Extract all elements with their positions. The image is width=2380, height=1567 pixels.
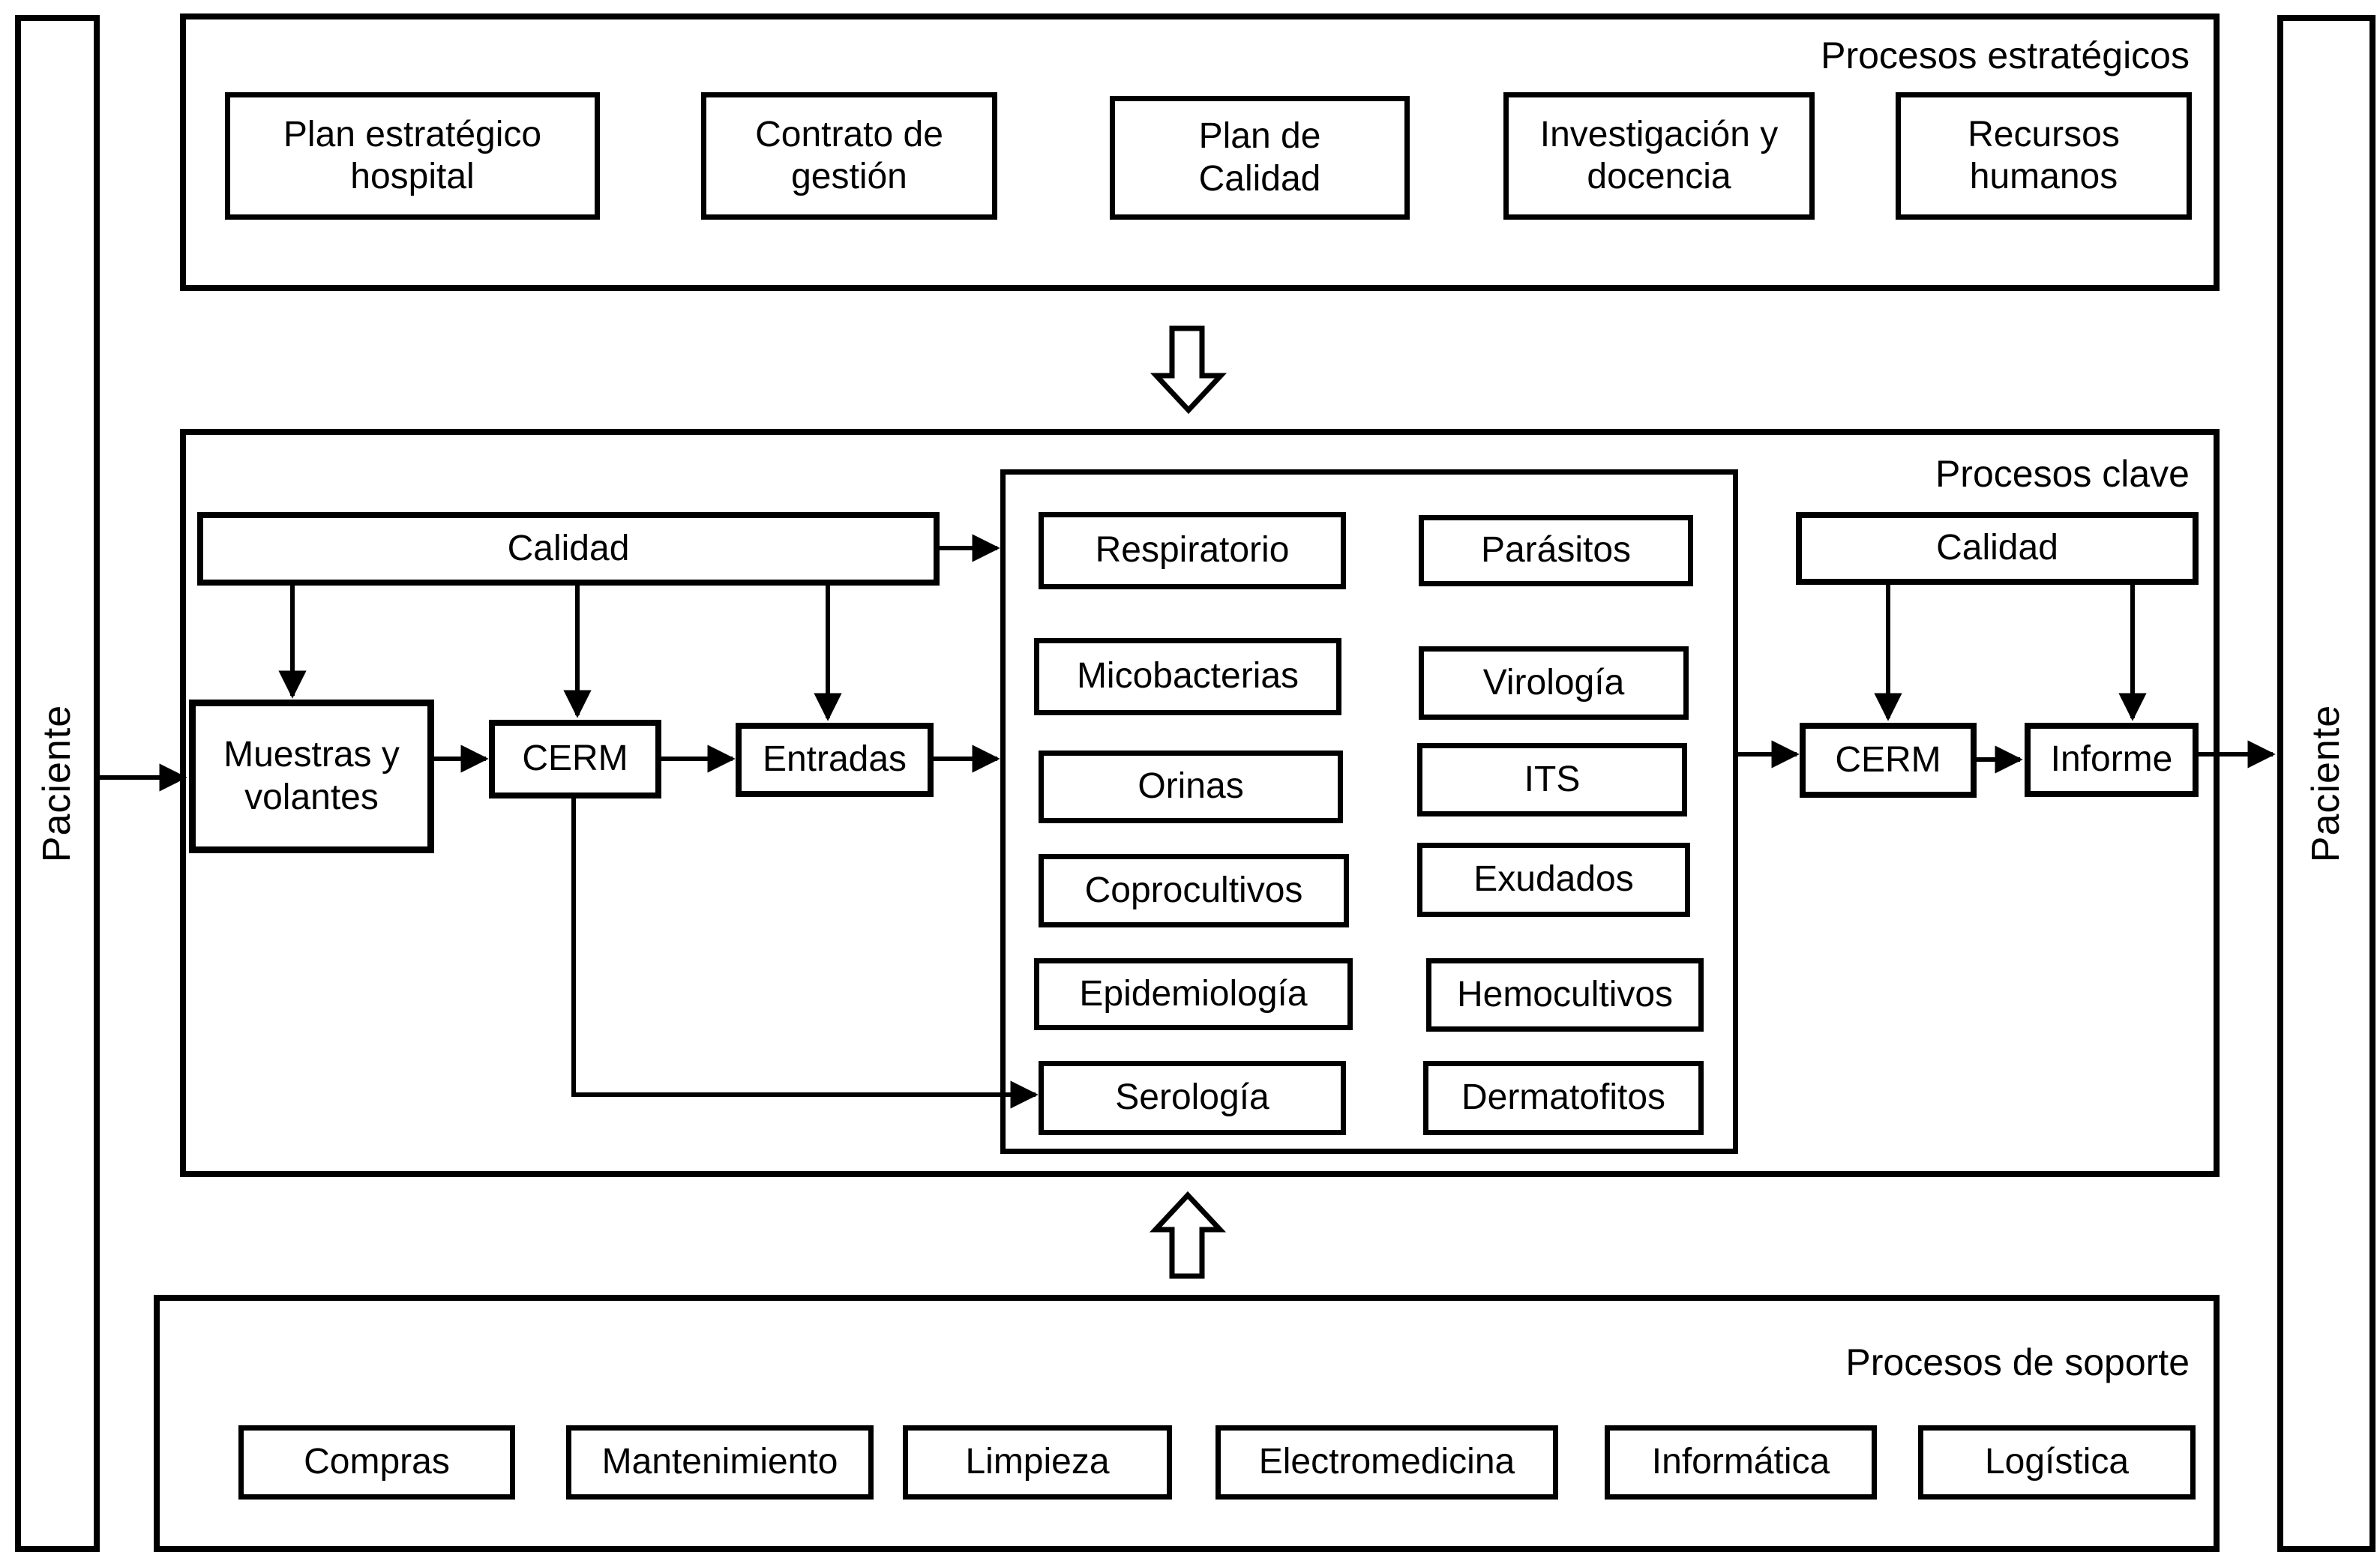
support-processes-title: Procesos de soporte	[1845, 1341, 2190, 1383]
key-processes-title: Procesos clave	[1935, 453, 2190, 495]
box-electromedicina: Electromedicina	[1215, 1425, 1558, 1500]
box-compras: Compras	[238, 1425, 515, 1500]
box-plan-de-calidad: Plan de Calidad	[1110, 96, 1410, 220]
box-recursos-humanos: Recursos humanos	[1896, 92, 2192, 220]
patient-bar-left: Paciente	[15, 15, 100, 1552]
box-hemocultivos: Hemocultivos	[1426, 958, 1704, 1032]
box-epidemiologia: Epidemiología	[1034, 958, 1353, 1030]
patient-bar-right: Paciente	[2277, 15, 2376, 1552]
box-respiratorio: Respiratorio	[1039, 512, 1346, 589]
flow-down-arrow	[1150, 325, 1227, 415]
patient-bar-right-label: Paciente	[2304, 704, 2349, 863]
box-cerm-in: CERM	[489, 720, 661, 798]
box-informatica: Informática	[1605, 1425, 1877, 1500]
box-calidad-right: Calidad	[1796, 512, 2199, 585]
box-muestras-y-volantes: Muestras y volantes	[189, 700, 434, 853]
box-parasitos: Parásitos	[1419, 515, 1693, 586]
box-virologia: Virología	[1419, 646, 1689, 720]
box-investigacion-y-docencia: Investigación y docencia	[1503, 92, 1815, 220]
box-serologia: Serología	[1039, 1061, 1346, 1135]
box-mantenimiento: Mantenimiento	[566, 1425, 874, 1500]
box-micobacterias: Micobacterias	[1034, 638, 1341, 715]
box-logistica: Logística	[1918, 1425, 2196, 1500]
box-plan-estrategico-hospital: Plan estratégico hospital	[225, 92, 600, 220]
strategic-processes-container	[180, 13, 2220, 291]
box-entradas: Entradas	[736, 723, 934, 797]
strategic-processes-title: Procesos estratégicos	[1821, 34, 2190, 76]
box-informe: Informe	[2025, 723, 2199, 797]
box-cerm-out: CERM	[1800, 723, 1977, 798]
box-coprocultivos: Coprocultivos	[1039, 854, 1349, 927]
box-its: ITS	[1417, 743, 1687, 816]
support-processes-container	[154, 1295, 2220, 1552]
box-calidad-left: Calidad	[197, 512, 940, 586]
flow-up-arrow	[1149, 1191, 1227, 1279]
box-dermatofitos: Dermatofitos	[1423, 1061, 1704, 1135]
patient-bar-left-label: Paciente	[35, 704, 79, 863]
box-exudados: Exudados	[1417, 843, 1690, 917]
key-processes-container	[180, 429, 2220, 1177]
box-contrato-de-gestion: Contrato de gestión	[701, 92, 997, 220]
box-orinas: Orinas	[1039, 751, 1343, 823]
box-limpieza: Limpieza	[903, 1425, 1172, 1500]
